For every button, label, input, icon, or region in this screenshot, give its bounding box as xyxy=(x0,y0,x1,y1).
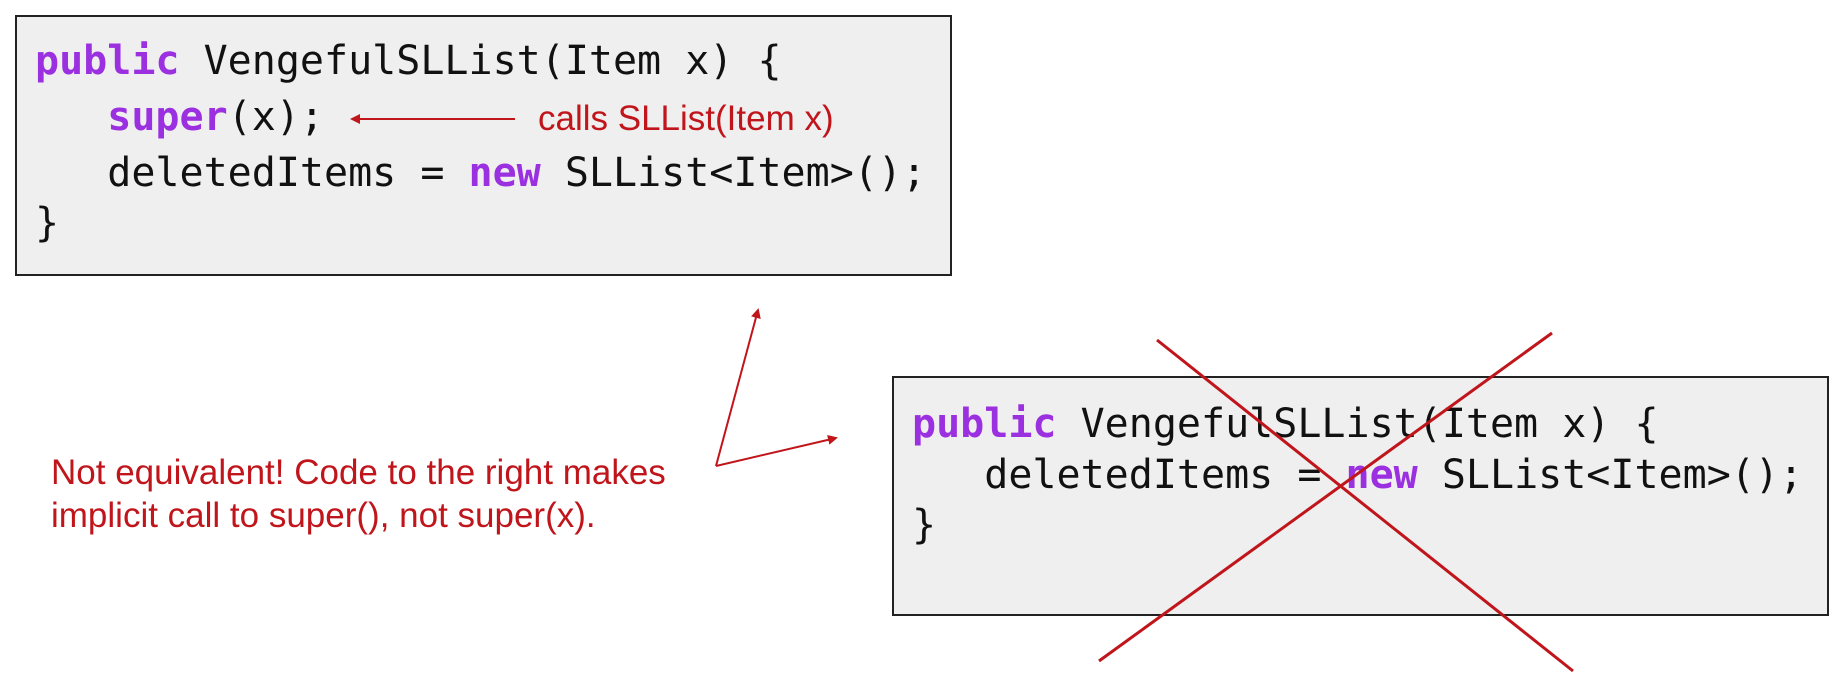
code-line-super-call: super(x); xyxy=(35,93,324,141)
code-line-deleted-items: deletedItems = new SLList<Item>(); xyxy=(35,149,926,197)
keyword-super: super xyxy=(107,94,228,140)
code-line-signature: public VengefulSLList(Item x) { xyxy=(912,400,1659,448)
code-text: } xyxy=(912,502,937,548)
not-equivalent-note-line-2: implicit call to super(), not super(x). xyxy=(51,496,596,535)
code-text: deletedItems = xyxy=(35,150,469,196)
x-cross-icon xyxy=(1098,331,1574,673)
code-line-close-brace: } xyxy=(912,501,936,549)
code-text: deletedItems = xyxy=(912,452,1346,498)
code-box-constructor-implicit-super: public VengefulSLList(Item x) { deletedI… xyxy=(892,376,1829,616)
keyword-public: public xyxy=(35,38,180,84)
code-box-constructor-explicit-super: public VengefulSLList(Item x) { super(x)… xyxy=(15,15,952,276)
code-text: (x); xyxy=(227,94,324,140)
code-text: SLList<Item>(); xyxy=(1417,452,1804,498)
code-line-signature: public VengefulSLList(Item x) { xyxy=(35,37,782,85)
arrow-icon xyxy=(715,434,838,467)
keyword-public: public xyxy=(912,401,1057,447)
code-text: VengefulSLList(Item x) { xyxy=(179,38,782,84)
code-text: VengefulSLList(Item x) { xyxy=(1056,401,1659,447)
not-equivalent-note-line-1: Not equivalent! Code to the right makes xyxy=(51,453,666,492)
code-text: } xyxy=(35,200,60,246)
calls-sllist-label: calls SLList(Item x) xyxy=(538,99,834,138)
code-line-close-brace: } xyxy=(35,199,59,247)
code-text: SLList<Item>(); xyxy=(540,150,927,196)
keyword-new: new xyxy=(468,150,541,196)
arrow-icon xyxy=(715,308,761,467)
